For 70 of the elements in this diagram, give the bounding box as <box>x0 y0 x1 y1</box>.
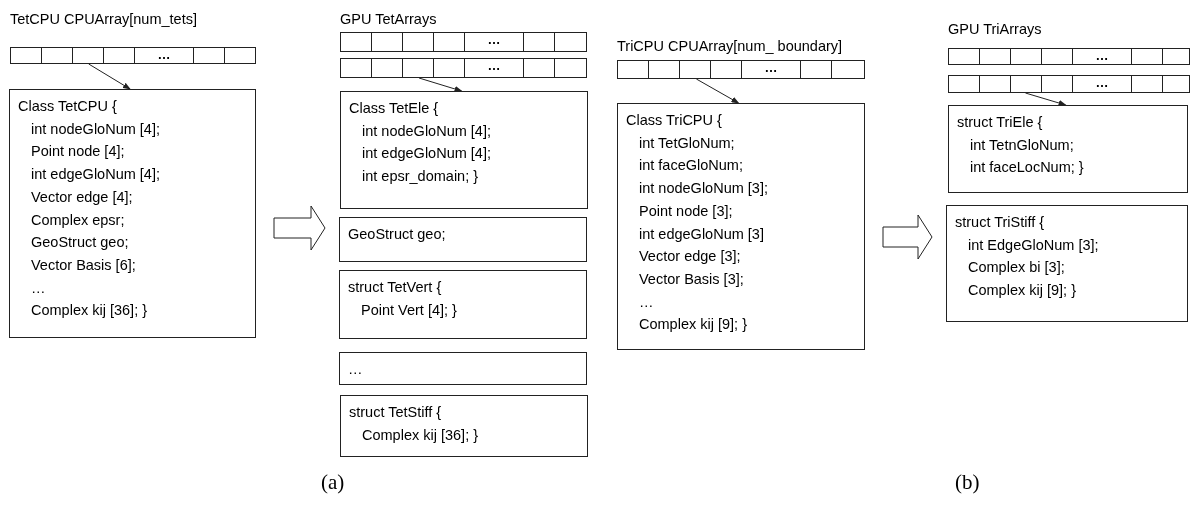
array-diagram <box>340 11 587 52</box>
code-line: Complex kij [36]; } <box>361 425 480 445</box>
ellipsis-text: … <box>487 33 501 47</box>
class-box <box>340 395 588 457</box>
array-diagram <box>948 75 1190 93</box>
code-line: int TetnGloNum; <box>969 135 1075 155</box>
ellipsis-text: … <box>1095 49 1109 63</box>
array-diagram <box>617 38 865 79</box>
code-line: Point Vert [4]; } <box>360 300 458 320</box>
code-line: Complex epsr; <box>30 210 126 230</box>
array-title: TriCPU CPUArray[num_ boundary] <box>617 38 843 54</box>
code-line: Complex kij [36]; } <box>30 301 149 321</box>
class-box <box>340 91 588 209</box>
code-line: GeoStruct geo; <box>30 233 130 253</box>
array-diagram <box>10 11 256 64</box>
code-line: Vector Basis [6]; <box>30 255 137 275</box>
code-heading: GeoStruct geo; <box>348 225 447 244</box>
block-arrow <box>273 205 326 251</box>
arrow <box>418 77 463 92</box>
code-line: int faceLocNum; } <box>969 158 1085 178</box>
code-line: Point node [3]; <box>638 201 734 221</box>
arrow <box>88 63 131 90</box>
panel-caption: (a) <box>321 470 345 495</box>
code-heading: Class TriCPU { <box>626 111 723 130</box>
code-line: int EdgeGloNum [3]; <box>967 235 1100 255</box>
class-box <box>339 217 587 262</box>
code-line: int faceGloNum; <box>638 156 744 176</box>
class-box <box>339 352 587 385</box>
ellipsis-text: … <box>157 48 171 62</box>
code-line: … <box>30 278 47 298</box>
code-line: Point node [4]; <box>30 142 126 162</box>
class-box <box>946 205 1188 322</box>
code-line: Vector Basis [3]; <box>638 269 745 289</box>
arrow <box>1024 92 1067 106</box>
code-line: int edgeGloNum [4]; <box>30 165 161 185</box>
code-line: Complex bi [3]; <box>967 258 1066 278</box>
ellipsis-text: … <box>487 59 501 73</box>
code-line: Complex kij [9]; } <box>967 281 1077 301</box>
array-diagram <box>340 58 587 78</box>
class-box <box>9 89 256 338</box>
code-heading: … <box>348 360 364 379</box>
code-line: int nodeGloNum [4]; <box>361 121 492 141</box>
array-title: GPU TetArrays <box>340 11 437 27</box>
code-line: Complex kij [9]; } <box>638 315 748 335</box>
arrow <box>695 78 740 104</box>
class-box <box>948 105 1188 193</box>
code-line: int nodeGloNum [4]; <box>30 119 161 139</box>
code-heading: Class TetEle { <box>349 99 440 118</box>
code-heading: struct TriEle { <box>957 113 1044 132</box>
array-diagram <box>948 21 1190 65</box>
code-heading: struct TriStiff { <box>955 213 1046 232</box>
code-line: int TetGloNum; <box>638 133 736 153</box>
code-line: Vector edge [3]; <box>638 247 742 267</box>
code-line: int edgeGloNum [4]; <box>361 144 492 164</box>
block-arrow <box>882 214 933 260</box>
ellipsis-text: … <box>1095 76 1109 90</box>
code-heading: struct TetStiff { <box>349 403 443 422</box>
class-box <box>617 103 865 350</box>
array-title: TetCPU CPUArray[num_tets] <box>10 11 197 27</box>
class-box <box>339 270 587 339</box>
code-heading: Class TetCPU { <box>18 97 118 116</box>
code-line: int epsr_domain; } <box>361 167 480 187</box>
code-line: Vector edge [4]; <box>30 187 134 207</box>
code-line: int nodeGloNum [3]; <box>638 179 769 199</box>
ellipsis-text: … <box>764 61 778 75</box>
code-line: int edgeGloNum [3] <box>638 224 765 244</box>
panel-caption: (b) <box>955 470 980 495</box>
array-title: GPU TriArrays <box>948 21 1042 37</box>
code-heading: struct TetVert { <box>348 278 443 297</box>
code-line: … <box>638 292 655 312</box>
